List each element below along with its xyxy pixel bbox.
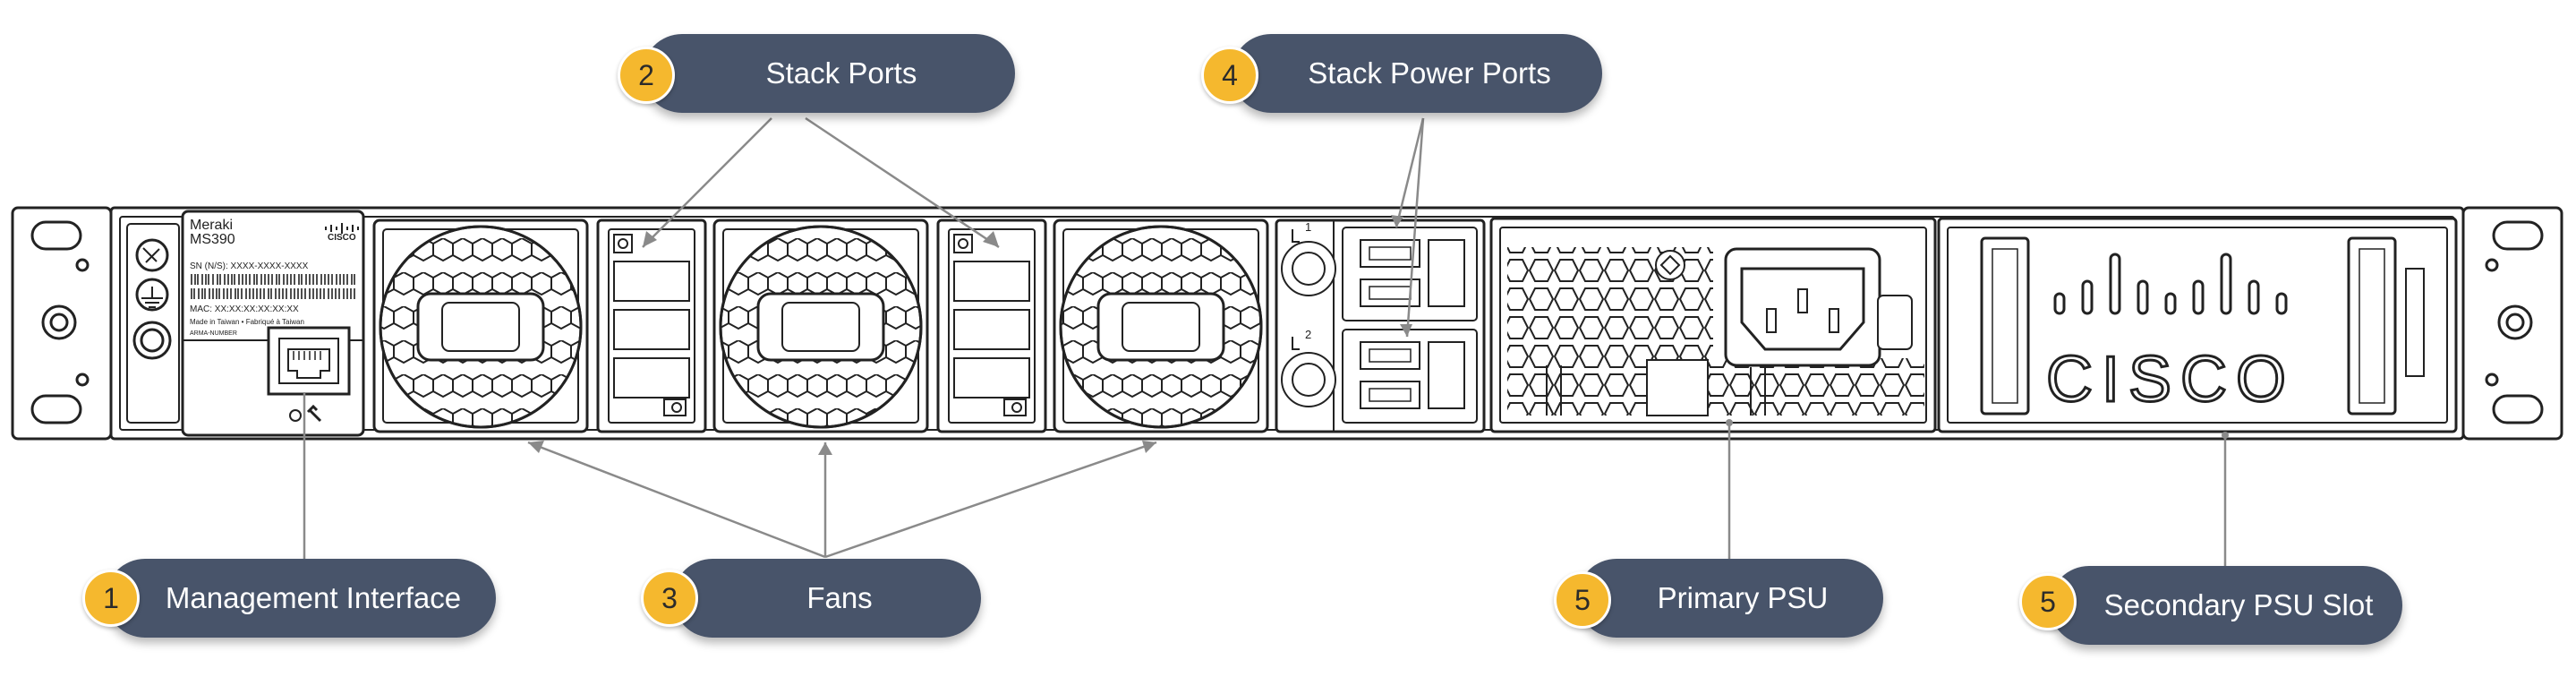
callout-number-badge: 3 <box>641 570 698 627</box>
secondary-psu-slot[interactable]: CISCO <box>1937 217 2458 433</box>
leader-arrowheads <box>528 215 2229 455</box>
callout-stack-power-ports: Stack Power Ports <box>1232 34 1602 113</box>
stack-power-label-2: 2 <box>1305 328 1311 341</box>
stack-port-module-2[interactable] <box>936 219 1047 433</box>
leader-lines <box>303 116 2227 566</box>
callout-number-badge: 5 <box>1554 571 1611 629</box>
label-plate: Meraki MS390 CISCO SN (N/S): XXXX-XXXX-X… <box>181 210 365 437</box>
plate-mac: MAC: XX:XX:XX:XX:XX:XX <box>190 304 299 314</box>
callout-label: Stack Power Ports <box>1308 56 1551 90</box>
callout-number-badge: 5 <box>2019 573 2077 630</box>
callout-number-badge: 2 <box>618 47 675 104</box>
management-port[interactable] <box>267 326 351 396</box>
plate-origin: Made in Taiwan • Fabriqué à Taiwan <box>190 318 304 326</box>
primary-psu[interactable] <box>1489 217 1937 433</box>
callout-primary-psu: Primary PSU <box>1577 559 1883 638</box>
cisco-logo-text: CISCO <box>2046 344 2295 416</box>
plate-cisco: CISCO <box>328 233 356 243</box>
fan-module-3 <box>1053 219 1269 433</box>
callout-label: Secondary PSU Slot <box>2103 588 2374 621</box>
cisco-bridge-logo <box>2053 253 2288 315</box>
callout-fans: Fans <box>673 559 981 638</box>
callout-secondary-psu-slot: Secondary PSU Slot <box>2050 566 2402 645</box>
plate-sn: SN (N/S): XXXX-XXXX-XXXX <box>190 261 309 271</box>
callout-management-interface: Management Interface <box>106 559 496 638</box>
plate-model: MS390 <box>190 232 235 247</box>
callout-number-badge: 4 <box>1201 47 1258 104</box>
callout-number-badge: 1 <box>82 570 140 627</box>
stack-power-label-1: 1 <box>1305 220 1311 234</box>
fan-module-2 <box>712 219 929 433</box>
plate-small: ARMA-NUMBER <box>190 330 237 337</box>
callout-label: Stack Ports <box>765 56 917 90</box>
fan-module-1 <box>372 219 589 433</box>
callout-stack-ports: Stack Ports <box>643 34 1015 113</box>
callout-label: Primary PSU <box>1657 581 1829 614</box>
plate-brand: Meraki <box>190 218 233 233</box>
callout-label: Management Interface <box>165 581 462 614</box>
callout-label: Fans <box>806 581 873 614</box>
stack-port-module-1[interactable] <box>596 219 707 433</box>
stack-power-ports[interactable] <box>1275 219 1486 433</box>
